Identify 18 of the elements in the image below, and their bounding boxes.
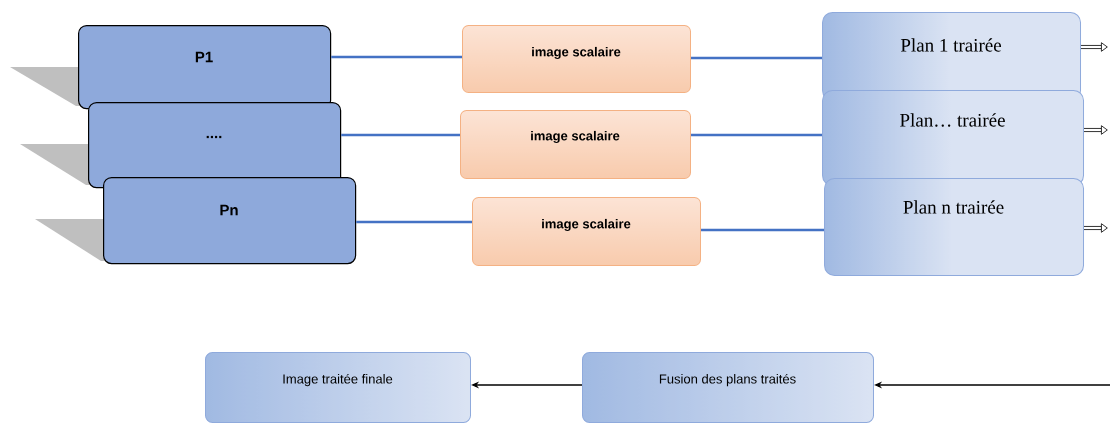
process-box: Plan n trairée — [824, 178, 1084, 276]
process-box: image scalaire — [462, 25, 691, 93]
connector-line — [341, 133, 460, 137]
process-box: image scalaire — [472, 197, 701, 266]
process-box: Fusion des plans traités — [582, 352, 874, 423]
process-box: Image traitée finale — [205, 352, 471, 423]
process-box: image scalaire — [460, 110, 691, 179]
arrow — [1084, 125, 1108, 135]
connector-line — [701, 228, 824, 232]
stacked-box: P1 — [78, 25, 332, 110]
connector-line — [691, 133, 822, 137]
connector-line — [356, 220, 472, 224]
arrow — [1084, 223, 1108, 233]
connector-line — [691, 56, 822, 60]
stacked-box: Pn — [103, 177, 357, 265]
arrow — [1081, 42, 1108, 52]
process-box: Plan… trairée — [822, 90, 1084, 186]
connector-line — [331, 55, 462, 59]
